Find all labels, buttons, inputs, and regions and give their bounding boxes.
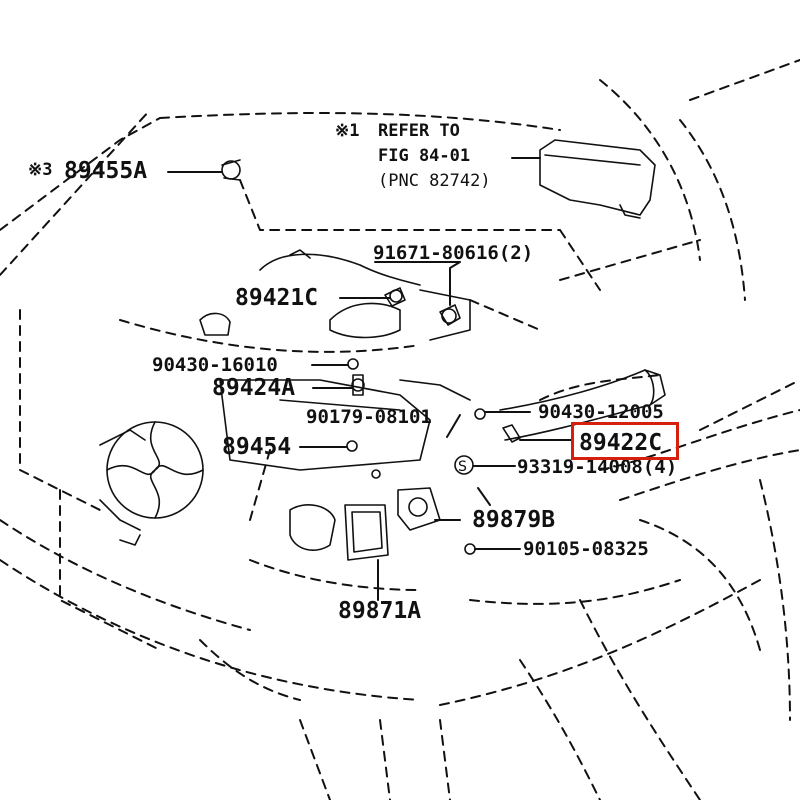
engine-block-sketch: S (99, 139, 666, 561)
refer-note-line3: (PNC 82742) (378, 171, 491, 191)
part-label-90430-16010[interactable]: 90430-16010 (152, 354, 278, 376)
refer-note-line2: FIG 84-01 (378, 146, 471, 166)
part-label-89454[interactable]: 89454 (222, 434, 292, 460)
body-outline-dashed (0, 59, 800, 800)
part-label-90430-12005[interactable]: 90430-12005 (538, 401, 664, 423)
leader-lines (167, 157, 572, 601)
part-label-89871A[interactable]: 89871A (338, 598, 422, 624)
part-label-89879B[interactable]: 89879B (472, 507, 556, 533)
part-label-90105-08325[interactable]: 90105-08325 (523, 538, 649, 560)
part-label-89422C[interactable]: 89422C (579, 430, 663, 456)
part-label-89421C[interactable]: 89421C (235, 285, 319, 311)
part-label-91671-80616[interactable]: 91671-80616(2) (373, 242, 534, 264)
part-label-93319-14008[interactable]: 93319-14008(4) (517, 456, 678, 478)
part-label-89424A[interactable]: 89424A (212, 375, 296, 401)
leader-90179 (446, 414, 461, 438)
leader-91671 (374, 261, 461, 306)
refer-mark: ※1 (335, 121, 360, 141)
svg-text:S: S (458, 459, 467, 475)
part-label-89455A[interactable]: 89455A (64, 158, 148, 184)
note3-mark: ※3 (28, 160, 53, 180)
highlight-box[interactable]: 89422C (571, 422, 679, 460)
refer-note-line1: REFER TO (378, 121, 460, 141)
leader-89879B-stub (477, 487, 491, 506)
part-label-90179-08101[interactable]: 90179-08101 (306, 406, 432, 428)
